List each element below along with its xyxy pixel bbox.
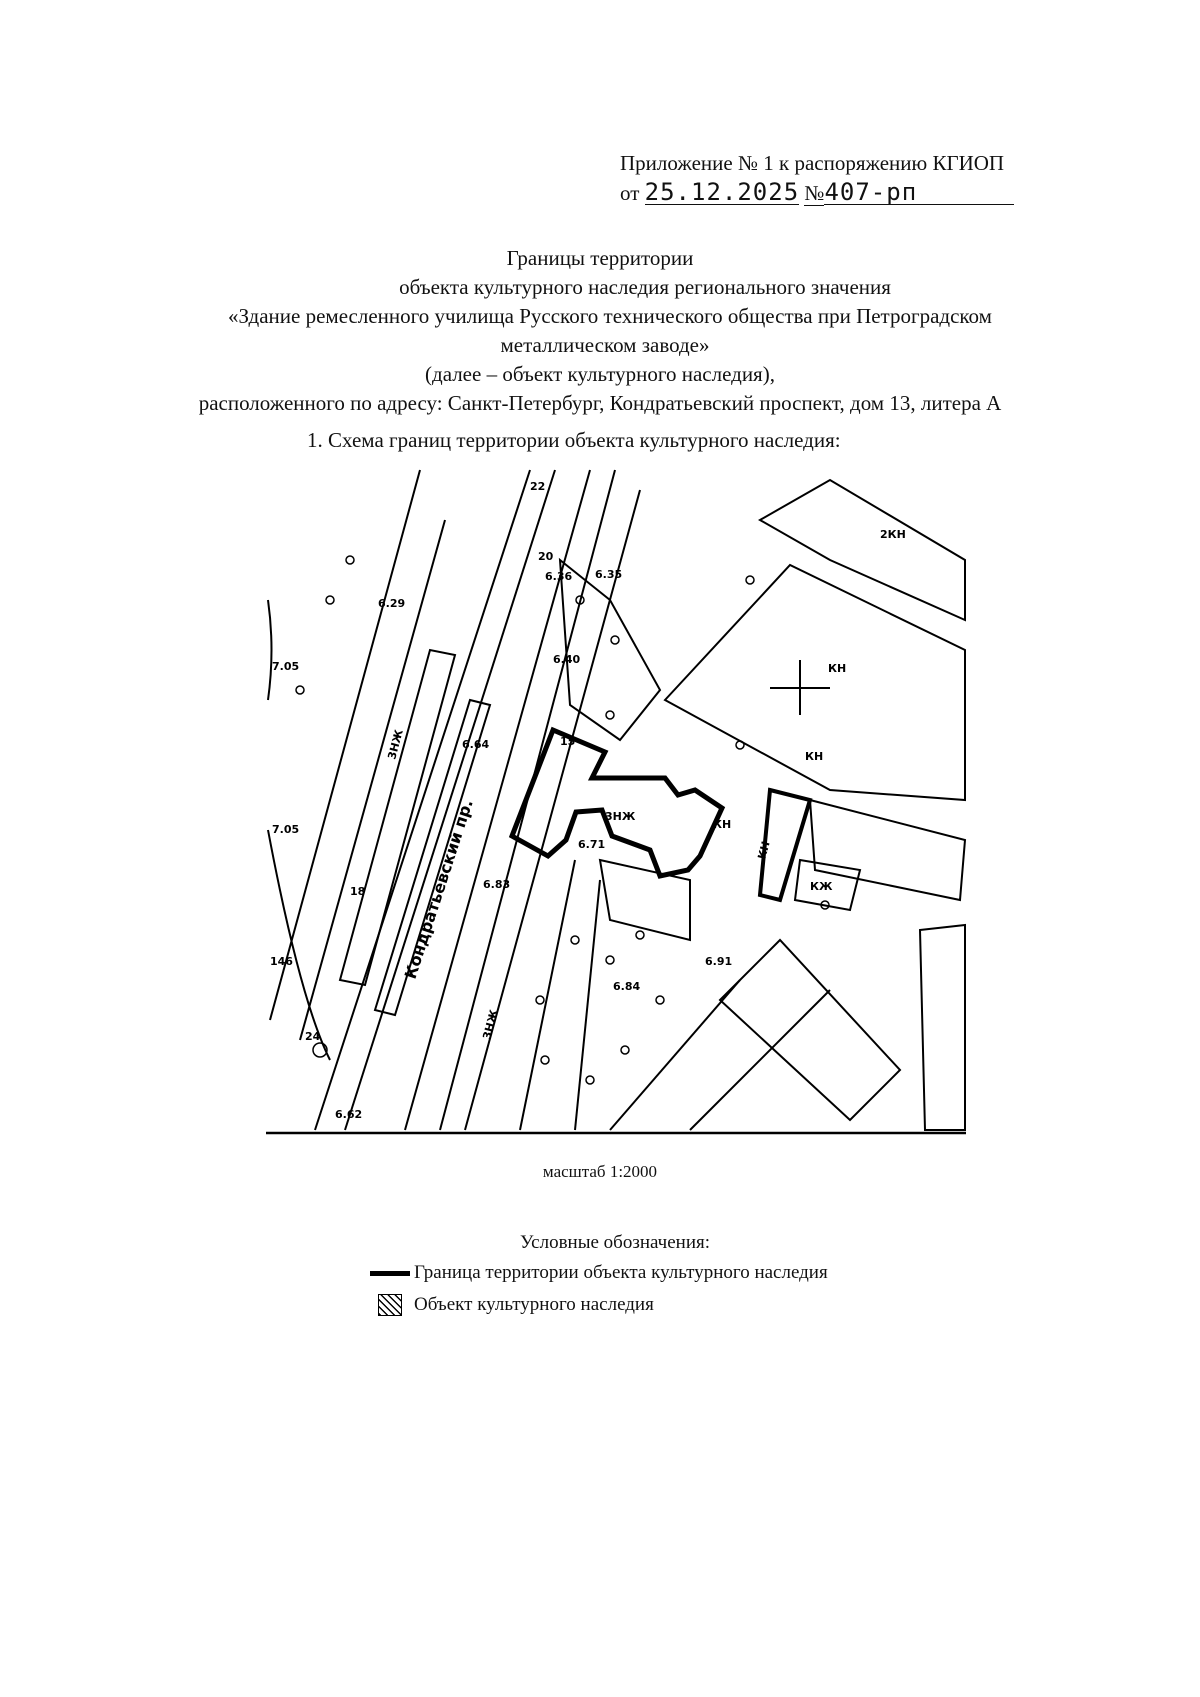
map-label: 6.71 bbox=[578, 838, 605, 851]
title-line: «Здание ремесленного училища Русского те… bbox=[228, 304, 992, 328]
map-label: 3НЖ bbox=[385, 728, 406, 761]
building-2kn bbox=[757, 478, 966, 622]
map-label: 6.64 bbox=[462, 738, 489, 751]
map-label: 7.05 bbox=[272, 660, 299, 673]
map-label: 6.62 bbox=[335, 1108, 362, 1121]
number-sign: № bbox=[804, 181, 825, 206]
appendix-header: Приложение № 1 к распоряжению КГИОП от 2… bbox=[620, 148, 1015, 208]
square-outline bbox=[558, 557, 662, 742]
legend-boundary: Граница территории объекта культурного н… bbox=[370, 1262, 828, 1284]
boundary-map: Кондратьевский пр. КН КН КН 2КН 3НЖ 3НЖ … bbox=[266, 469, 967, 1135]
map-label: 6.91 bbox=[705, 955, 732, 968]
heritage-boundary bbox=[508, 726, 726, 879]
section-heading: 1. Схема границ территории объекта культ… bbox=[307, 428, 841, 452]
heritage-boundary-segment bbox=[757, 787, 813, 903]
building-outline bbox=[373, 698, 492, 1017]
title-line: (далее – объект культурного наследия), bbox=[425, 362, 775, 386]
appendix-title: Приложение № 1 к распоряжению КГИОП bbox=[620, 151, 1005, 175]
title-line: расположенного по адресу: Санкт-Петербур… bbox=[198, 391, 1002, 415]
legend-object-label: Объект культурного наследия bbox=[414, 1294, 654, 1315]
map-label: 6.84 bbox=[613, 980, 640, 993]
street-line bbox=[464, 489, 641, 1131]
map-label: 6.40 bbox=[553, 653, 580, 666]
map-label: 2КН bbox=[880, 528, 906, 541]
map-label: 22 bbox=[530, 480, 545, 493]
street-line bbox=[689, 989, 831, 1131]
map-label: 3НЖ bbox=[605, 810, 636, 823]
document-title: Границы территории объекта культурного н… bbox=[0, 244, 1200, 418]
map-label: 6.35 bbox=[595, 568, 622, 581]
street-line bbox=[519, 859, 576, 1131]
legend-object: Объект культурного наследия bbox=[378, 1294, 654, 1316]
map-label: 20 bbox=[538, 550, 554, 563]
title-line: металлическом заводе» bbox=[500, 333, 710, 357]
map-label: 24 bbox=[305, 1030, 321, 1043]
building-outline bbox=[918, 923, 966, 1131]
map-label: 15 bbox=[560, 735, 575, 748]
building-kn bbox=[663, 563, 966, 802]
map-label: КН bbox=[805, 750, 823, 763]
legend-title: Условные обозначения: bbox=[520, 1232, 711, 1253]
street-line bbox=[344, 469, 556, 1131]
map-label: 6.36 bbox=[545, 570, 572, 583]
appendix-number: 407-рп bbox=[824, 180, 1015, 205]
street-line bbox=[269, 469, 421, 1021]
building-outline bbox=[808, 798, 967, 902]
street-line bbox=[574, 879, 601, 1131]
street-line bbox=[609, 979, 741, 1131]
street-line bbox=[314, 469, 531, 1131]
building-kn-small bbox=[793, 858, 862, 912]
street-line bbox=[404, 469, 591, 1131]
map-label: 3НЖ bbox=[480, 1008, 501, 1041]
street-line bbox=[299, 519, 446, 1041]
map-label: КН bbox=[828, 662, 846, 675]
map-label: КН bbox=[755, 840, 772, 861]
title-line: Границы территории bbox=[506, 246, 694, 270]
curve bbox=[267, 829, 331, 1061]
map-label: КН bbox=[713, 818, 731, 831]
boundary-line-symbol bbox=[370, 1270, 410, 1276]
legend-boundary-label: Граница территории объекта культурного н… bbox=[414, 1262, 828, 1283]
map-scale: масштаб 1:2000 bbox=[542, 1162, 658, 1181]
map-label: 18 bbox=[350, 885, 365, 898]
map-label: КЖ bbox=[810, 880, 833, 893]
building-outline bbox=[338, 648, 457, 987]
building-kzh bbox=[718, 938, 902, 1122]
appendix-date-line: от 25.12.2025 №407-рп bbox=[620, 178, 1015, 208]
map-label: 146 bbox=[270, 955, 293, 968]
title-line: объекта культурного наследия регионально… bbox=[399, 275, 891, 299]
map-label: 7.05 bbox=[272, 823, 299, 836]
date-prefix: от bbox=[620, 181, 640, 205]
curve bbox=[267, 599, 273, 701]
hatch-symbol bbox=[378, 1294, 402, 1316]
map-label: 6.83 bbox=[483, 878, 510, 891]
appendix-date: 25.12.2025 bbox=[644, 178, 800, 206]
map-label: 6.29 bbox=[378, 597, 405, 610]
